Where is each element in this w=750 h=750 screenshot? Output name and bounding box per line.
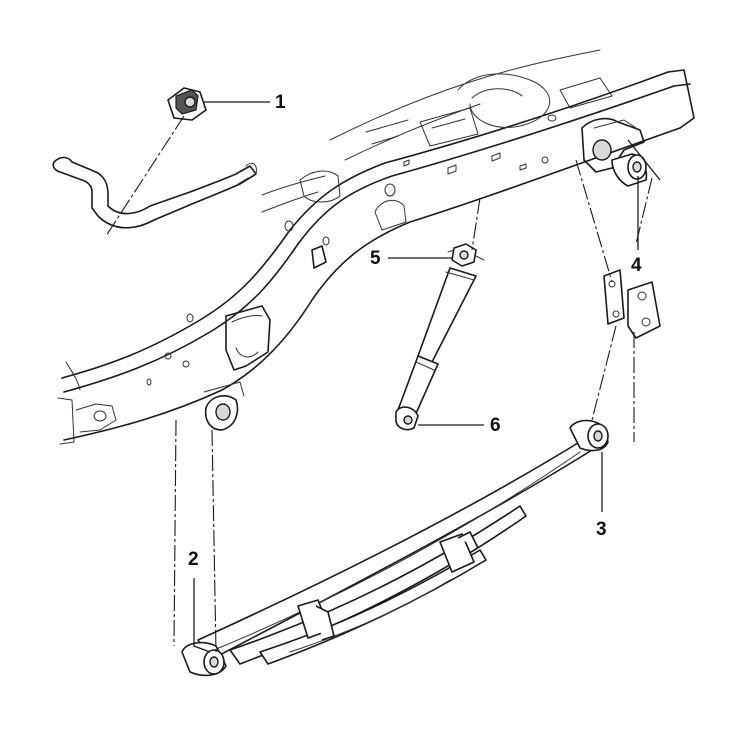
assembly-lines [105, 115, 653, 653]
spring-shackle [603, 269, 661, 339]
callout-5: 5 [370, 248, 381, 269]
leaf-spring [181, 419, 609, 677]
stabilizer-bushing [167, 87, 207, 121]
shock-absorber [395, 243, 485, 431]
callout-1: 1 [275, 92, 286, 113]
callout-3: 3 [596, 519, 607, 540]
callout-leaders [193, 101, 661, 653]
callout-6: 6 [490, 415, 501, 436]
frame-rail [57, 49, 695, 445]
stabilizer-bar [52, 156, 257, 229]
callout-4: 4 [631, 255, 642, 276]
shackle-bushing [611, 153, 648, 187]
callout-2: 2 [188, 549, 199, 570]
